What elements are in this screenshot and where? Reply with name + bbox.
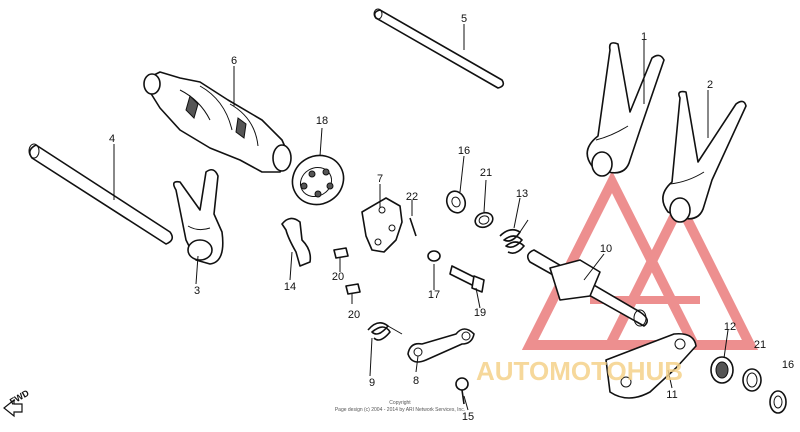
spring-13: [499, 219, 529, 254]
label-5: 5: [461, 13, 467, 25]
copyright-line-1: Copyright: [389, 400, 411, 406]
label-21-bottom: 21: [754, 339, 766, 351]
seal-12: [710, 356, 734, 384]
leader-lines: [113, 24, 729, 411]
spindle-10: [526, 249, 648, 327]
spring-9: [367, 322, 403, 341]
label-8: 8: [413, 375, 419, 387]
label-10: 10: [600, 243, 612, 255]
washer-17: [427, 250, 441, 262]
label-18: 18: [316, 115, 328, 127]
bolt-20-a: [333, 247, 349, 268]
label-2: 2: [707, 79, 713, 91]
shift-fork-1: [586, 42, 665, 177]
shift-fork-2: [662, 90, 747, 223]
washer-16-bottom: [769, 390, 787, 414]
label-1: 1: [641, 31, 647, 43]
label-16-top: 16: [458, 145, 470, 157]
shift-fork-3: [172, 168, 224, 265]
plate-11: [605, 332, 697, 399]
fwd-arrow-icon: [3, 398, 23, 418]
label-19: 19: [474, 307, 486, 319]
label-16-bottom: 16: [782, 359, 794, 371]
label-6: 6: [231, 55, 237, 67]
copyright-line-2: Page design (c) 2004 - 2014 by ARI Netwo…: [335, 407, 465, 413]
label-9: 9: [369, 377, 375, 389]
label-13: 13: [516, 188, 528, 200]
label-20-b: 20: [348, 309, 360, 321]
plate-7: [361, 197, 403, 253]
label-14: 14: [284, 281, 296, 293]
ring-21-top: [474, 211, 494, 229]
bolt-19: [449, 265, 485, 293]
label-12: 12: [724, 321, 736, 333]
label-17: 17: [428, 289, 440, 301]
label-22: 22: [406, 191, 418, 203]
label-21-top: 21: [480, 167, 492, 179]
washer-16-top: [445, 190, 467, 214]
clip-14: [281, 217, 312, 267]
label-3: 3: [194, 285, 200, 297]
bolt-15: [455, 377, 469, 405]
shaft-4: [28, 143, 174, 245]
ring-21-bottom: [742, 368, 762, 392]
arm-8: [407, 328, 475, 363]
label-15: 15: [462, 411, 474, 423]
label-4: 4: [109, 133, 115, 145]
shaft-5: [373, 8, 505, 89]
label-11: 11: [666, 389, 677, 401]
label-20-a: 20: [332, 271, 344, 283]
callout-labels: 1 2 3 4 5 6 7 8 9 10 11 12 13 14 15 16 1…: [109, 13, 794, 423]
watermark-text: AUTOMOTOHUB: [476, 356, 683, 386]
label-7: 7: [377, 173, 383, 185]
bearing-18: [291, 154, 345, 206]
bolt-20-b: [345, 283, 361, 304]
pin-22: [409, 217, 417, 237]
shift-drum-6: [143, 71, 292, 173]
